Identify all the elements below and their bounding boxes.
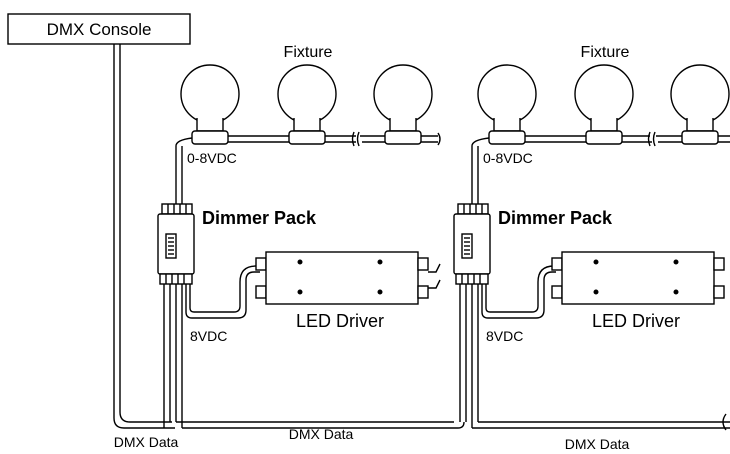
led-driver-label-2: LED Driver: [592, 311, 680, 331]
control-voltage-label-2: 0-8VDC: [483, 150, 533, 166]
control-voltage-label-1: 0-8VDC: [187, 150, 237, 166]
dmx-console-box: [7, 13, 191, 45]
dmx-data-label-1: DMX Data: [289, 426, 354, 442]
fixture-bulb-1c: [373, 64, 433, 145]
dmx-data-label-2: DMX Data: [565, 436, 630, 452]
dimmer-pack-label-2: Dimmer Pack: [498, 208, 613, 228]
fixture-group-1: [157, 64, 465, 429]
led-driver-2: [551, 251, 725, 305]
led-driver-label-1: LED Driver: [296, 311, 384, 331]
data-cable-1: [176, 421, 465, 429]
fixture-bulb-2a: [477, 64, 537, 145]
supply-cable-2: [481, 265, 556, 319]
fixture-group-2: [453, 64, 730, 431]
supply-voltage-label-1: 8VDC: [190, 328, 227, 344]
fixture-bulb-2c: [670, 64, 730, 145]
supply-cable-1: [185, 265, 260, 319]
fixture-bulb-1b: [277, 64, 337, 145]
console-label: DMX Console: [47, 20, 152, 39]
fixture-label-1: Fixture: [284, 44, 333, 61]
fixture-label-2: Fixture: [581, 44, 630, 61]
dimmer-pack-2: [453, 203, 491, 285]
fixture-bulb-2b: [574, 64, 634, 145]
dimmer-pack-label-1: Dimmer Pack: [202, 208, 317, 228]
supply-voltage-label-2: 8VDC: [486, 328, 523, 344]
fixture-bulb-1a: [180, 64, 240, 145]
dimmer-pack-1: [157, 203, 195, 285]
data-cable-2: [472, 413, 730, 431]
led-driver-1: [255, 251, 441, 305]
console-dmx-cable: [113, 44, 175, 429]
console-dmx-data-label: DMX Data: [114, 434, 179, 450]
